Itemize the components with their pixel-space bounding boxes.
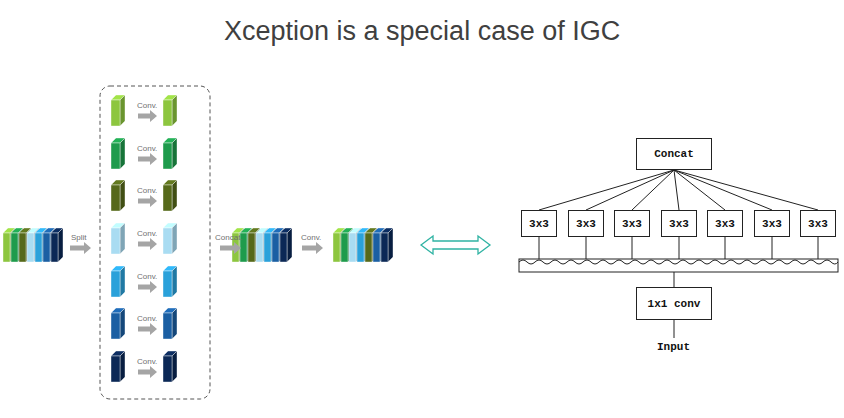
op-box: 3x3 (661, 210, 697, 237)
op-text: 3x3 (715, 218, 735, 230)
op-box: 3x3 (800, 210, 836, 237)
op-box: 1x1 conv (636, 287, 712, 320)
op-box: Concat (636, 138, 712, 170)
op-box: 3x3 (568, 210, 604, 237)
connector (674, 170, 725, 210)
op-text: Concat (654, 148, 694, 160)
flow-arrows (70, 110, 323, 378)
connector (539, 170, 674, 210)
op-text: 3x3 (762, 218, 782, 230)
feature-maps (3, 95, 393, 382)
connector (586, 170, 674, 210)
op-text: 3x3 (576, 218, 596, 230)
op-box: 3x3 (614, 210, 650, 237)
operation-label: Conv. (137, 144, 157, 153)
operation-label: Conv. (137, 229, 157, 238)
op-text: 3x3 (622, 218, 642, 230)
op-text: 1x1 conv (648, 298, 701, 310)
connector (674, 170, 679, 210)
connector (632, 170, 674, 210)
operation-label: Split (71, 233, 87, 242)
connector (674, 170, 772, 210)
operation-label: Conv. (301, 233, 321, 242)
connector (674, 170, 818, 210)
operation-label: Conv. (137, 272, 157, 281)
op-text: 3x3 (808, 218, 828, 230)
equivalence-arrow (421, 236, 490, 254)
op-text: 3x3 (669, 218, 689, 230)
operation-label: Conv. (137, 314, 157, 323)
group-outline (100, 86, 210, 399)
op-box: 3x3 (754, 210, 790, 237)
input-label: Input (657, 341, 690, 353)
title: Xception is a special case of IGC (224, 16, 620, 47)
op-box: 3x3 (521, 210, 557, 237)
operation-label: Conv. (137, 186, 157, 195)
channel-band (519, 259, 838, 272)
op-text: 3x3 (529, 218, 549, 230)
operation-label: Conv. (137, 357, 157, 366)
wires (539, 237, 818, 338)
op-box: 3x3 (707, 210, 743, 237)
operation-label: Conv. (137, 101, 157, 110)
operation-label: Concat. (215, 233, 243, 242)
